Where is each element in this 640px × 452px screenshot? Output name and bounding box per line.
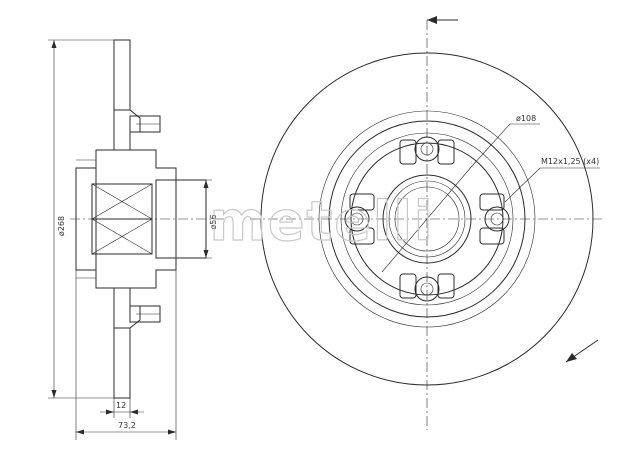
bore-diameter-dimension: ø56 xyxy=(176,179,218,259)
thread-callout: M12x1,25 (x4) xyxy=(504,157,600,203)
thread-label: M12x1,25 (x4) xyxy=(541,157,599,166)
overall-height-label: 73,2 xyxy=(118,421,136,430)
side-section-view: ø268 xyxy=(48,39,226,440)
flange-thickness-dimension: 12 xyxy=(100,398,144,418)
bolt-circle-label: ø108 xyxy=(516,114,536,123)
overall-height-dimension: 73,2 xyxy=(75,270,177,440)
overall-diameter-label: ø268 xyxy=(57,216,66,236)
section-arrow-top xyxy=(427,16,458,24)
bolt-circle-callout: ø108 xyxy=(381,114,540,273)
front-view: ø108 M12x1,25 (x4) xyxy=(250,16,604,430)
brand-watermark: metelli xyxy=(210,190,435,253)
section-arrow-bottom xyxy=(565,339,599,363)
bore-diameter-label: ø56 xyxy=(209,214,218,229)
flange-thickness-label: 12 xyxy=(116,401,126,410)
